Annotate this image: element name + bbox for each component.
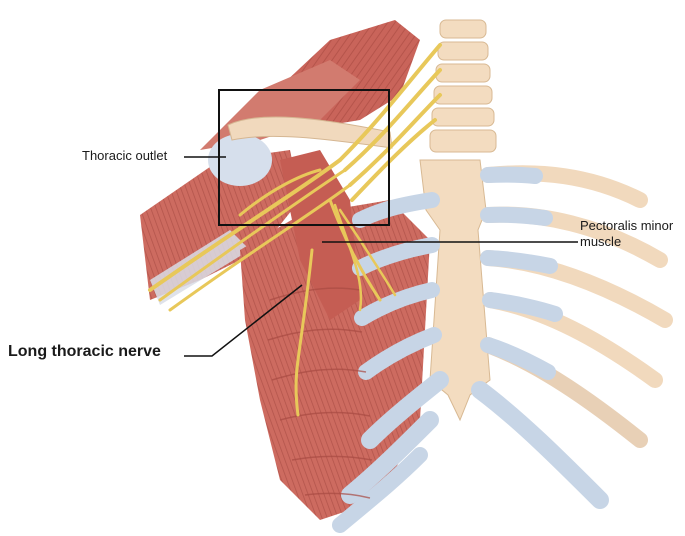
clavicle-bone: [227, 116, 393, 149]
biceps-tendon: [150, 230, 250, 305]
ribs-left: [332, 192, 449, 533]
ribs-right: [471, 165, 673, 509]
serratus-anterior-muscle: [267, 287, 373, 499]
long-thoracic-nerve-label: Long thoracic nerve: [8, 343, 161, 360]
vertebral-column: [429, 19, 497, 153]
pectoralis-minor-label: Pectoralis minor muscle: [580, 218, 674, 249]
brachial-plexus-nerves: [148, 43, 442, 312]
long-thoracic-leader: [184, 284, 303, 357]
humeral-head: [208, 134, 272, 186]
thoracic-outlet-label: Thoracic outlet: [82, 148, 168, 163]
sternum-bone: [419, 159, 491, 422]
long-thoracic-nerve: [294, 248, 314, 417]
